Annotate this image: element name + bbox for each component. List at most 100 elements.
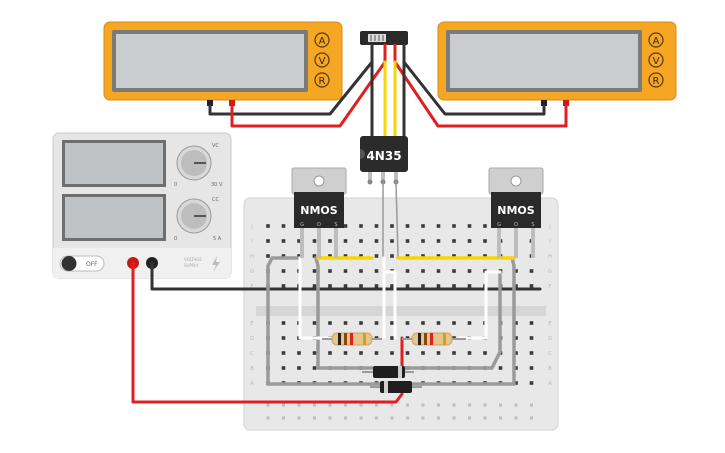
wire-red[interactable] [230, 43, 387, 128]
breadboard-hole[interactable] [483, 239, 487, 243]
breadboard-rail-hole[interactable] [530, 403, 533, 407]
wire-red-supply[interactable] [131, 261, 404, 404]
breadboard-hole[interactable] [343, 239, 348, 243]
breadboard-hole[interactable] [281, 321, 286, 325]
wire-white[interactable] [382, 270, 397, 340]
breadboard-rail-hole[interactable] [297, 403, 301, 407]
resistor-left[interactable] [322, 332, 382, 346]
breadboard-hole[interactable] [452, 254, 456, 258]
wire-red[interactable] [393, 43, 568, 128]
breadboard-rail-hole[interactable] [468, 416, 471, 420]
breadboard-hole[interactable] [390, 336, 394, 340]
breadboard-hole[interactable] [405, 284, 410, 288]
breadboard-hole[interactable] [281, 351, 286, 355]
breadboard-hole[interactable] [405, 269, 410, 273]
multimeter-left[interactable]: A V R [103, 21, 343, 106]
breadboard-rail-hole[interactable] [452, 403, 456, 407]
breadboard-rail-hole[interactable] [483, 416, 487, 420]
power-toggle[interactable]: OFF [59, 255, 105, 272]
breadboard-hole[interactable] [343, 321, 348, 325]
breadboard-hole[interactable] [343, 224, 348, 228]
breadboard-hole[interactable] [529, 351, 534, 355]
breadboard-hole[interactable] [436, 321, 441, 325]
breadboard-hole[interactable] [281, 336, 286, 340]
multimeter-right[interactable]: A V R [437, 21, 677, 106]
breadboard-hole[interactable] [312, 284, 317, 288]
breadboard-hole[interactable] [390, 254, 394, 258]
breadboard-hole[interactable] [514, 351, 518, 355]
breadboard-rail-hole[interactable] [375, 416, 378, 420]
breadboard-hole[interactable] [452, 269, 456, 273]
wire-black[interactable] [402, 43, 546, 116]
breadboard-hole[interactable] [498, 366, 503, 370]
breadboard-rail-hole[interactable] [313, 416, 316, 420]
breadboard-rail-hole[interactable] [313, 403, 316, 407]
breadboard-hole[interactable] [405, 239, 410, 243]
breadboard-rail-hole[interactable] [266, 416, 270, 420]
breadboard-hole[interactable] [452, 351, 456, 355]
breadboard-hole[interactable] [452, 239, 456, 243]
breadboard-rail-hole[interactable] [421, 403, 425, 407]
breadboard-hole[interactable] [281, 224, 286, 228]
wire-black-ground[interactable] [150, 261, 542, 291]
diode-lower[interactable] [370, 381, 422, 393]
breadboard-rail-hole[interactable] [530, 416, 533, 420]
ohmmeter-button-icon[interactable] [314, 72, 330, 88]
voltmeter-button-icon[interactable] [648, 52, 664, 68]
breadboard-hole[interactable] [405, 321, 410, 325]
breadboard-hole[interactable] [328, 239, 332, 243]
breadboard-rail-hole[interactable] [437, 416, 440, 420]
ohmmeter-button-icon[interactable] [648, 72, 664, 88]
breadboard-hole[interactable] [328, 321, 332, 325]
breadboard-rail-hole[interactable] [468, 403, 471, 407]
breadboard-hole[interactable] [374, 239, 379, 243]
breadboard-hole[interactable] [421, 224, 425, 228]
breadboard-hole[interactable] [452, 224, 456, 228]
nmos-right[interactable]: NMOS G D S [488, 167, 544, 258]
breadboard-hole[interactable] [421, 254, 425, 258]
breadboard-rail-hole[interactable] [452, 416, 456, 420]
breadboard-hole[interactable] [405, 224, 410, 228]
breadboard-rail-hole[interactable] [282, 416, 285, 420]
breadboard-hole[interactable] [374, 284, 379, 288]
breadboard-hole[interactable] [390, 239, 394, 243]
breadboard-hole[interactable] [359, 321, 363, 325]
breadboard-hole[interactable] [328, 254, 332, 258]
breadboard-hole[interactable] [405, 254, 410, 258]
breadboard-hole[interactable] [421, 351, 425, 355]
breadboard-hole[interactable] [514, 366, 518, 370]
breadboard-hole[interactable] [328, 269, 332, 273]
breadboard-rail-hole[interactable] [359, 416, 363, 420]
breadboard-hole[interactable] [297, 254, 301, 258]
breadboard-hole[interactable] [343, 269, 348, 273]
breadboard-hole[interactable] [266, 254, 270, 258]
breadboard-hole[interactable] [436, 254, 441, 258]
breadboard-hole[interactable] [297, 351, 301, 355]
breadboard-hole[interactable] [359, 351, 363, 355]
wire-white[interactable] [298, 256, 334, 340]
switch-slider[interactable] [368, 34, 386, 42]
breadboard-rail-hole[interactable] [266, 403, 270, 407]
breadboard-hole[interactable] [483, 351, 487, 355]
breadboard-hole[interactable] [467, 224, 472, 228]
power-supply[interactable]: VC 0 30 V CC 0 5 A OFF VOLTAGE SUPPLY [52, 132, 232, 279]
breadboard-hole[interactable] [390, 321, 394, 325]
breadboard-hole[interactable] [436, 269, 441, 273]
voltage-knob[interactable] [176, 145, 212, 181]
breadboard-hole[interactable] [281, 269, 286, 273]
breadboard-hole[interactable] [374, 351, 379, 355]
breadboard-hole[interactable] [343, 284, 348, 288]
breadboard-hole[interactable] [312, 321, 317, 325]
breadboard-hole[interactable] [266, 224, 270, 228]
breadboard-rail-hole[interactable] [499, 403, 502, 407]
breadboard-hole[interactable] [421, 269, 425, 273]
ammeter-button-icon[interactable] [648, 32, 664, 48]
breadboard-hole[interactable] [359, 284, 363, 288]
breadboard-hole[interactable] [281, 366, 286, 370]
breadboard-hole[interactable] [529, 321, 534, 325]
breadboard-hole[interactable] [281, 254, 286, 258]
ammeter-button-icon[interactable] [314, 32, 330, 48]
wire-gray[interactable] [314, 256, 375, 370]
breadboard-hole[interactable] [390, 351, 394, 355]
breadboard-rail-hole[interactable] [344, 416, 347, 420]
